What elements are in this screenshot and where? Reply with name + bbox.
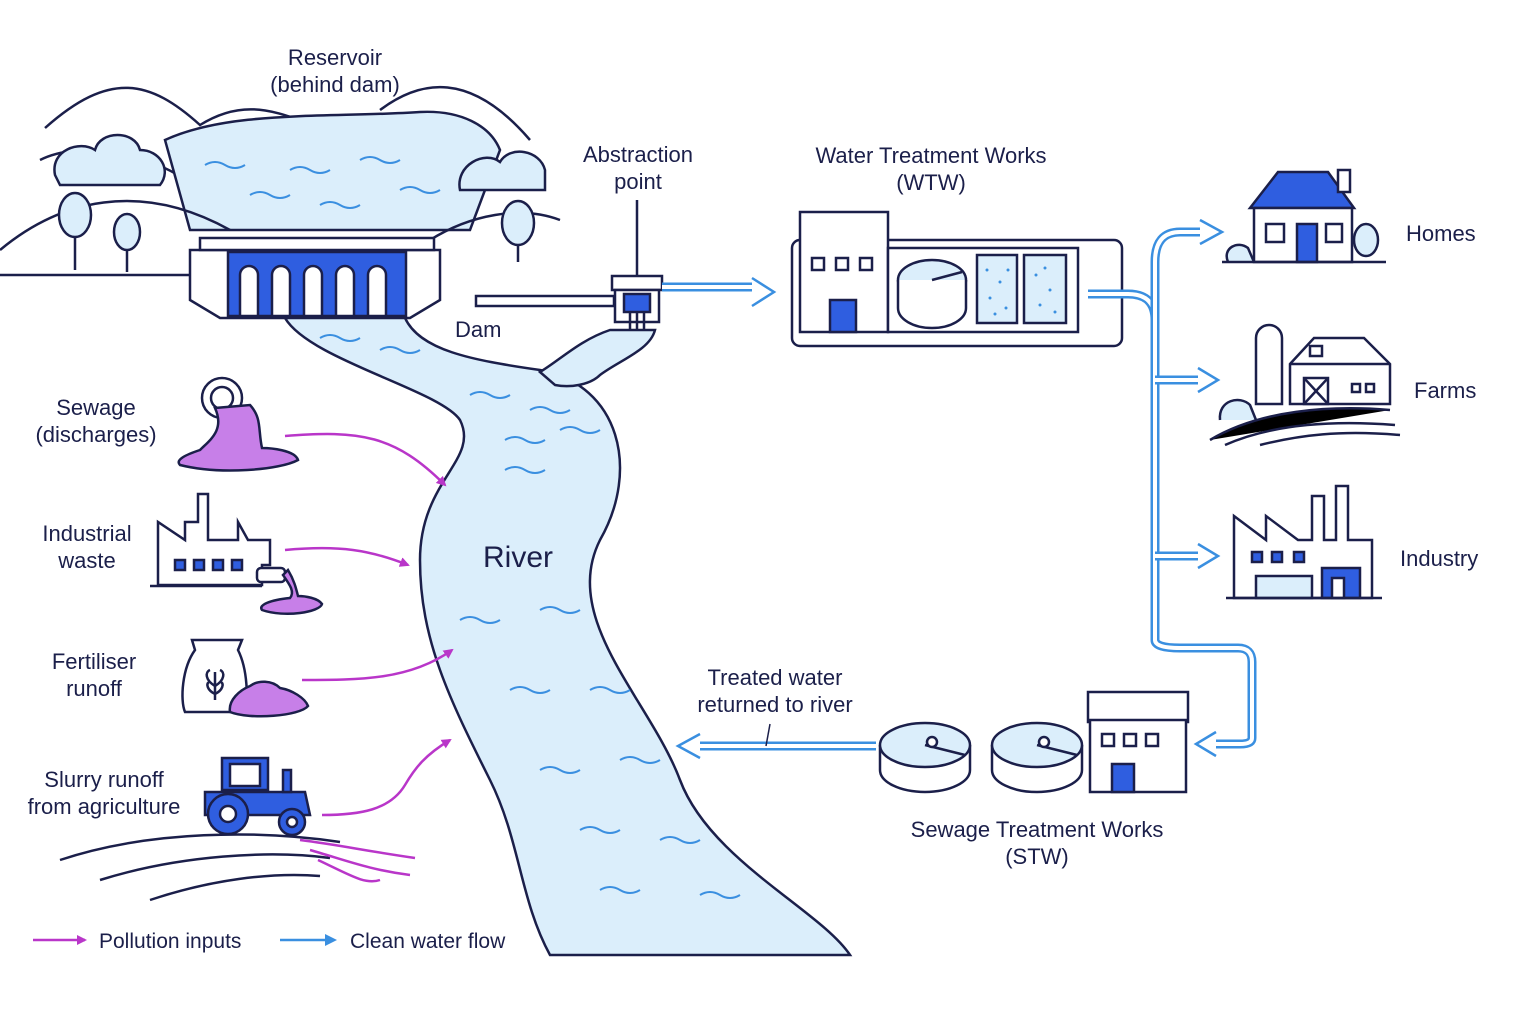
label-treated-water: Treated water returned to river [697,664,852,718]
river-shape [282,316,853,957]
label-river: River [483,541,554,574]
pollution-arrow-industrial [284,546,410,567]
label-abstraction-line2: point [614,169,662,194]
label-stw-line1: Sewage Treatment Works [910,817,1164,842]
label-sewage-line2: (discharges) [35,422,157,447]
barn-icon [1209,323,1401,447]
fertiliser-bag-icon [181,638,310,718]
label-fertiliser: Fertiliser runoff [52,648,136,702]
label-industry: Industry [1400,546,1479,571]
abstraction-intake-icon [474,200,664,330]
clean-distribution-pipe [1088,227,1257,749]
label-fertiliser-line1: Fertiliser [51,649,137,674]
label-industrial-waste: Industrial waste [42,520,131,574]
label-abstraction-line1: Abstraction [582,142,694,167]
label-stw: Sewage Treatment Works (STW) [911,816,1164,870]
factory-waste-icon [150,492,324,616]
pollution-arrow-slurry [321,738,452,817]
pollution-arrow-fertiliser [301,648,454,682]
label-treated-line2: returned to river [697,692,853,717]
label-sewage: Sewage (discharges) [35,394,156,448]
slurry-runoff-streams [299,838,416,883]
label-slurry-line2: from agriculture [27,794,181,819]
dam-icon [188,236,442,320]
river-ripples [319,334,741,899]
treatment-plant-icon [790,210,1124,348]
legend-pollution-label: Pollution inputs [99,930,242,953]
label-slurry: Slurry runoff from agriculture [28,766,181,820]
label-sewage-line1: Sewage [56,395,136,420]
label-abstraction-point: Abstraction point [583,141,693,195]
mountains-reservoir-icon [0,85,561,277]
label-slurry-line1: Slurry runoff [44,767,164,792]
label-wtw: Water Treatment Works (WTW) [815,142,1046,196]
legend-clean-label: Clean water flow [350,930,506,953]
sewage-plant-icon [878,690,1190,794]
abstraction-channel [537,328,657,388]
pollution-arrow-sewage [284,432,447,487]
label-reservoir-line1: Reservoir [287,45,383,70]
clean-flow-arrow-to-wtw [662,276,777,308]
label-dam: Dam [455,317,502,342]
label-reservoir-line2: (behind dam) [270,72,400,97]
factory-icon [1226,484,1382,600]
sewage-pipe-icon [177,376,300,472]
label-treated-line1: Treated water [707,665,843,690]
label-wtw-line2: (WTW) [896,170,966,195]
label-fertiliser-line2: runoff [66,676,122,701]
label-industrial-line1: Industrial [42,521,132,546]
clean-flow-arrowheads [1193,218,1225,758]
tractor-icon [59,756,341,902]
label-wtw-line1: Water Treatment Works [815,143,1047,168]
label-stw-line2: (STW) [1005,844,1069,869]
label-homes: Homes [1406,221,1476,246]
house-icon [1222,168,1386,264]
label-reservoir: Reservoir (behind dam) [270,44,400,98]
treated-water-return-arrow [675,723,876,760]
label-industrial-line2: waste [58,548,116,573]
label-farms: Farms [1414,378,1477,403]
